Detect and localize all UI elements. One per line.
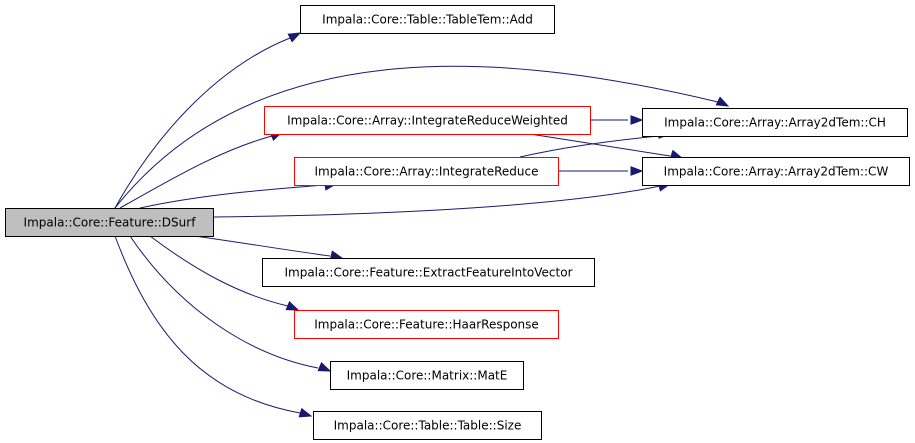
edge-arrowhead bbox=[317, 362, 332, 372]
edge-line bbox=[194, 235, 331, 257]
node-box[interactable] bbox=[5, 208, 214, 237]
node-box[interactable] bbox=[294, 310, 559, 339]
edge-dsurf-to-ch bbox=[114, 65, 730, 209]
node-box[interactable] bbox=[313, 411, 542, 440]
edge-arrowhead bbox=[285, 301, 300, 311]
edge-line bbox=[212, 185, 661, 218]
node-box[interactable] bbox=[294, 157, 559, 186]
edge-line bbox=[114, 65, 719, 209]
node-label: Impala::Core::Array::Array2dTem::CW bbox=[664, 165, 889, 179]
edge-line bbox=[529, 133, 671, 157]
nodes-layer: Impala::Core::Feature::DSurfImpala::Core… bbox=[5, 5, 910, 440]
edge-arrowhead bbox=[298, 407, 313, 418]
node-box[interactable] bbox=[642, 157, 910, 186]
edge-line bbox=[129, 235, 319, 369]
edge-dsurf-to-haar bbox=[149, 235, 300, 311]
edge-dsurf-to-add bbox=[114, 32, 302, 209]
edge-line bbox=[114, 235, 301, 414]
node-box[interactable] bbox=[262, 258, 595, 287]
node-label: Impala::Core::Table::TableTem::Add bbox=[322, 13, 533, 27]
edge-dsurf-to-cw bbox=[212, 182, 672, 218]
node-label: Impala::Core::Feature::ExtractFeatureInt… bbox=[284, 266, 572, 280]
edge-dsurf-to-size bbox=[114, 235, 313, 418]
node-label: Impala::Core::Array::IntegrateReduceWeig… bbox=[287, 114, 568, 128]
edge-irw-to-ch bbox=[590, 115, 644, 125]
node-box[interactable] bbox=[330, 361, 524, 390]
node-add[interactable]: Impala::Core::Table::TableTem::Add bbox=[300, 5, 555, 34]
node-label: Impala::Core::Table::Table::Size bbox=[334, 419, 522, 433]
node-label: Impala::Core::Feature::HaarResponse bbox=[314, 318, 539, 332]
edge-arrowhead bbox=[630, 115, 644, 125]
node-label: Impala::Core::Array::Array2dTem::CH bbox=[664, 116, 886, 130]
edge-line bbox=[139, 184, 326, 209]
edge-arrowhead bbox=[630, 166, 644, 176]
edge-dsurf-to-mate bbox=[129, 235, 332, 372]
node-size[interactable]: Impala::Core::Table::Table::Size bbox=[313, 411, 542, 440]
node-box[interactable] bbox=[300, 5, 555, 34]
node-box[interactable] bbox=[642, 108, 908, 137]
node-efiv[interactable]: Impala::Core::Feature::ExtractFeatureInt… bbox=[262, 258, 595, 287]
node-label: Impala::Core::Array::IntegrateReduce bbox=[315, 165, 539, 179]
node-label: Impala::Core::Matrix::MatE bbox=[347, 369, 508, 383]
edge-line bbox=[114, 37, 291, 209]
node-label: Impala::Core::Feature::DSurf bbox=[24, 216, 197, 230]
edge-dsurf-to-irw bbox=[119, 131, 284, 209]
edge-ir-to-cw bbox=[558, 166, 644, 176]
node-mate[interactable]: Impala::Core::Matrix::MatE bbox=[330, 361, 524, 390]
node-ir[interactable]: Impala::Core::Array::IntegrateReduce bbox=[294, 157, 559, 186]
edge-dsurf-to-efiv bbox=[194, 235, 344, 260]
node-ch[interactable]: Impala::Core::Array::Array2dTem::CH bbox=[642, 108, 908, 137]
node-dsurf[interactable]: Impala::Core::Feature::DSurf bbox=[5, 208, 214, 237]
node-box[interactable] bbox=[264, 106, 591, 135]
edge-line bbox=[519, 135, 659, 158]
node-haar[interactable]: Impala::Core::Feature::HaarResponse bbox=[294, 310, 559, 339]
node-cw[interactable]: Impala::Core::Array::Array2dTem::CW bbox=[642, 157, 910, 186]
node-irw[interactable]: Impala::Core::Array::IntegrateReduceWeig… bbox=[264, 106, 591, 135]
edge-line bbox=[149, 235, 289, 307]
edge-line bbox=[119, 135, 273, 209]
edge-arrowhead bbox=[287, 32, 302, 43]
edge-arrowhead bbox=[715, 96, 730, 107]
